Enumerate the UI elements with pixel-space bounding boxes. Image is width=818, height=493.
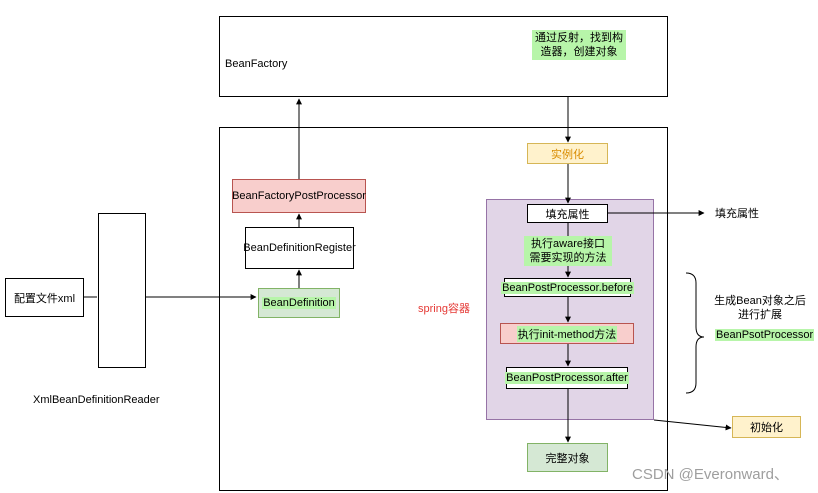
populate-side-label: 填充属性 [715, 208, 759, 220]
spring-container-box [219, 127, 668, 491]
bean-psot-processor-label: BeanPsotProcessor [715, 329, 815, 341]
reader-label: XmlBeanDefinitionReader [33, 394, 160, 406]
initialize-node: 初始化 [732, 416, 801, 438]
extension-note: 生成Bean对象之后进行扩展 [714, 295, 806, 321]
populate-label: 填充属性 [545, 208, 590, 221]
bean-definition-register-node: BeanDefinitionRegister [243, 227, 356, 269]
init-method-node: 执行init-method方法 [500, 323, 634, 344]
bpp-before-node: BeanPostProcessor.before [501, 278, 634, 297]
init-method-label: 执行init-method方法 [516, 325, 618, 342]
watermark: CSDN @Everonward、 [632, 466, 789, 483]
bean-definition-register-label: BeanDefinitionRegister [243, 242, 356, 254]
instantiate-node: 实例化 [527, 143, 608, 164]
extension-brace [685, 272, 705, 394]
bean-factory-label: BeanFactory [225, 58, 288, 70]
bean-factory-post-processor-label: BeanFactoryPostProcessor [232, 190, 366, 202]
bean-factory-box [219, 16, 668, 97]
instantiate-label: 实例化 [551, 148, 584, 161]
reflection-note: 通过反射，找到构造器，创建对象 [532, 30, 626, 60]
bean-definition-label: BeanDefinition [262, 297, 336, 309]
initialize-label: 初始化 [750, 422, 783, 434]
config-xml-node: 配置文件xml [5, 278, 84, 317]
config-xml-label: 配置文件xml [13, 292, 76, 305]
bpp-after-node: BeanPostProcessor.after [505, 367, 629, 389]
reader-box [98, 213, 146, 368]
complete-object-node: 完整对象 [527, 443, 608, 472]
complete-object-label: 完整对象 [545, 452, 590, 465]
bpp-before-label: BeanPostProcessor.before [501, 281, 634, 294]
bpp-after-label: BeanPostProcessor.after [505, 372, 629, 384]
populate-node: 填充属性 [527, 204, 608, 223]
bean-factory-post-processor-node: BeanFactoryPostProcessor [232, 179, 366, 213]
spring-container-label: spring容器 [418, 303, 470, 315]
aware-note: 执行aware接口需要实现的方法 [524, 236, 612, 266]
bean-definition-node: BeanDefinition [258, 288, 340, 318]
